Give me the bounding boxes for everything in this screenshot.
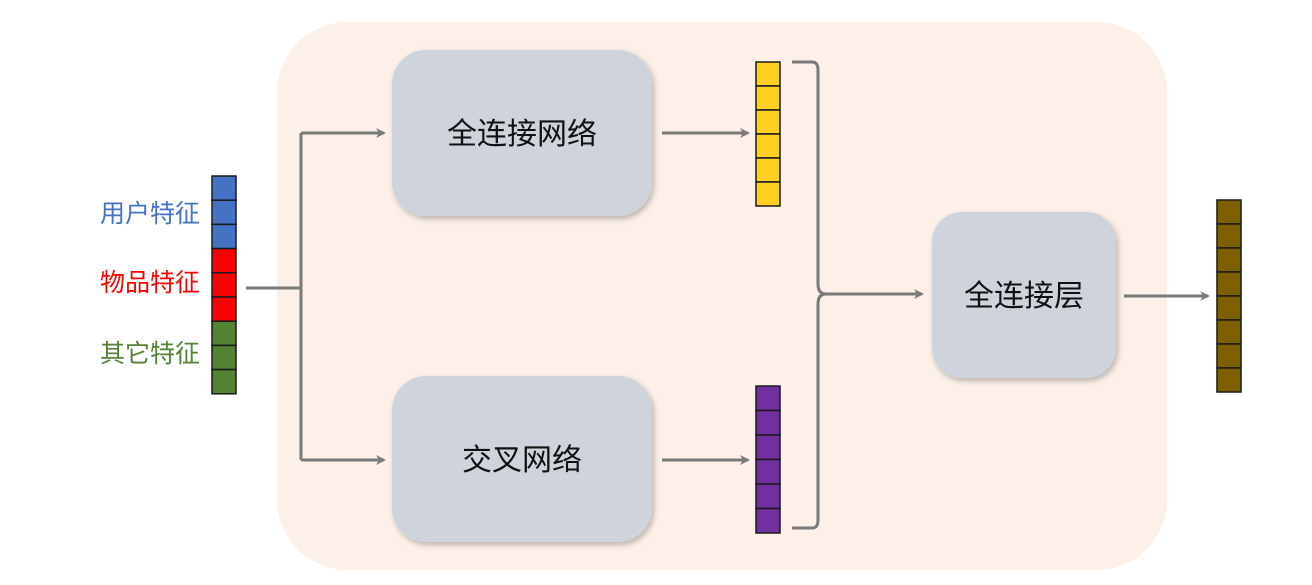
input-feature-cell — [211, 320, 237, 347]
fc-layer-box: 全连接层 — [932, 212, 1116, 378]
cross-network-label: 交叉网络 — [462, 443, 582, 478]
final-output-cell — [1216, 223, 1242, 249]
user-feature-label: 用户特征 — [100, 199, 200, 228]
fc-network-box: 全连接网络 — [392, 50, 652, 216]
final-output-cell — [1216, 319, 1242, 345]
cross-network-output-cell — [755, 434, 781, 461]
input-feature-cell — [211, 199, 237, 226]
final-output-cell — [1216, 247, 1242, 273]
connectors — [246, 60, 1210, 530]
final-output-cell — [1216, 271, 1242, 297]
fc-layer-box-shape — [932, 212, 1116, 378]
input-feature-vector — [211, 175, 237, 395]
input-feature-cell — [211, 223, 237, 250]
fc-network-output-cell — [755, 181, 781, 207]
input-feature-cell — [211, 175, 237, 201]
final-output-vector — [1216, 199, 1242, 393]
fc-layer-label: 全连接层 — [964, 279, 1084, 314]
fc-network-label: 全连接网络 — [447, 117, 597, 152]
cross-network-output-cell — [755, 483, 781, 510]
cross-network-box-shape — [392, 376, 652, 542]
other-feature-label: 其它特征 — [100, 339, 200, 368]
input-feature-cell — [211, 296, 237, 322]
fc-network-output-vector — [755, 61, 781, 207]
fc-network-output-cell — [755, 61, 781, 87]
final-output-cell — [1216, 199, 1242, 225]
cross-network-output-cell — [755, 507, 781, 534]
final-output-cell — [1216, 367, 1242, 393]
input-feature-cell — [211, 344, 237, 371]
fc-network-box-shape — [392, 50, 652, 216]
cross-network-output-cell — [755, 458, 781, 485]
item-feature-label: 物品特征 — [100, 268, 200, 297]
fc-network-output-cell — [755, 157, 781, 183]
fc-network-output-cell — [755, 133, 781, 159]
cross-network-output-vector — [755, 385, 781, 534]
cross-network-box: 交叉网络 — [392, 376, 652, 542]
input-feature-cell — [211, 272, 237, 298]
input-feature-cell — [211, 368, 237, 395]
cross-network-output-cell — [755, 385, 781, 412]
cross-network-output-cell — [755, 409, 781, 436]
input-feature-cell — [211, 247, 237, 274]
fc-network-output-cell — [755, 85, 781, 111]
final-output-cell — [1216, 343, 1242, 369]
final-output-cell — [1216, 295, 1242, 321]
fc-network-output-cell — [755, 109, 781, 135]
